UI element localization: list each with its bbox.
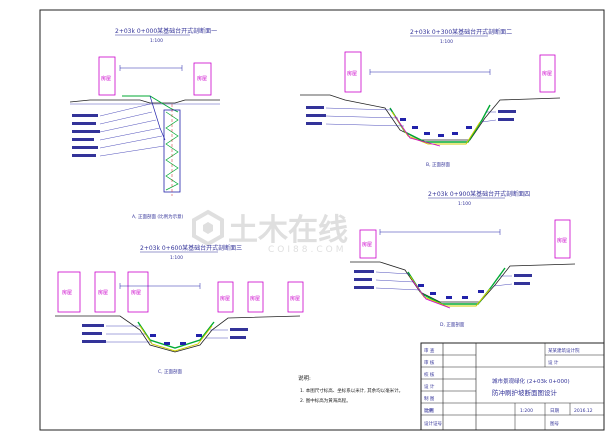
- tb-label-1: 审 查: [424, 347, 435, 354]
- watermark-subtext: COI88.COM: [268, 245, 346, 255]
- section-3-caption: C, 正面剖面: [158, 368, 183, 375]
- building-3d-label: 房屋: [220, 295, 230, 302]
- section-1-caption: A, 正面剖面 (比例为示意): [132, 213, 184, 220]
- notes-heading: 说明:: [298, 374, 311, 382]
- section-4-caption: D, 正面剖面: [440, 321, 465, 328]
- watermark: 土木在线 COI88.COM: [192, 209, 348, 255]
- building-3e: [247, 281, 264, 313]
- section-2: 2+03k 0+300某基础台开式剖断面二 1:100 房屋 房屋: [300, 28, 561, 168]
- section-1: 2+03k 0+000某基础台开式剖断面一 1:100 房屋 房屋: [69, 27, 220, 220]
- section-4: 2+03k 0+900某基础台开式剖断面四 1:100 房屋 房屋: [350, 190, 576, 328]
- section-4-title: 2+03k 0+900某基础台开式剖断面四: [428, 190, 530, 198]
- tb-stage: 设 计: [548, 359, 559, 366]
- building-3f-label: 房屋: [290, 295, 300, 302]
- building-1a-label: 房屋: [101, 75, 111, 82]
- notes-item-1: 1. 本图尺寸标高、坐标系以米计, 其余均以毫米计。: [300, 387, 403, 394]
- building-4b-label: 房屋: [557, 237, 567, 244]
- building-3c: [127, 271, 149, 313]
- watermark-text: 土木在线: [228, 213, 348, 248]
- section-4-scale: 1:100: [458, 201, 471, 207]
- building-3b: [94, 271, 116, 313]
- building-3a-label: 房屋: [62, 289, 72, 296]
- title-block: 审 查 审 核 校 核 设 计 制 图 比例 设计证号 某某建筑设计院 设 计 …: [420, 342, 605, 431]
- section-2-title: 2+03k 0+300某基础台开式剖断面二: [410, 28, 512, 36]
- section-3: 2+03k 0+600某基础台开式剖断面三 1:100 房屋 房屋 房屋 房屋 …: [55, 244, 304, 375]
- section-3-title: 2+03k 0+600某基础台开式剖断面三: [140, 244, 242, 252]
- tb-company: 某某建筑设计院: [548, 347, 580, 354]
- notes: 说明: 1. 本图尺寸标高、坐标系以米计, 其余均以毫米计。 2. 图中标高为黄…: [298, 374, 403, 404]
- building-1b-label: 房屋: [197, 75, 207, 82]
- building-1a: [98, 56, 116, 96]
- tb-drawing-name: 防冲刷护坡断面图设计: [492, 388, 558, 397]
- notes-item-2: 2. 图中标高为黄海高程。: [300, 397, 351, 404]
- building-3f: [287, 281, 304, 313]
- building-1b: [193, 62, 212, 96]
- building-3c-label: 房屋: [131, 289, 141, 296]
- tb-date-label: 日期: [550, 408, 559, 414]
- tb-label-3: 校 核: [424, 371, 435, 378]
- building-2b-label: 房屋: [542, 70, 552, 77]
- section-1-title: 2+03k 0+000某基础台开式剖断面一: [115, 27, 217, 35]
- section-2-caption: B, 正面剖面: [426, 161, 450, 168]
- building-3b-label: 房屋: [98, 289, 108, 296]
- tb-label-6: 比例: [424, 407, 433, 414]
- building-3a: [57, 271, 81, 313]
- tb-project: 城市景观绿化 (2+03k 0+000): [492, 377, 570, 385]
- sheet-frame: [39, 9, 605, 431]
- building-3d: [217, 281, 234, 313]
- tb-scale-label: 比例: [425, 407, 434, 414]
- section-2-scale: 1:100: [440, 39, 453, 45]
- section-3-scale: 1:100: [170, 255, 183, 261]
- building-4b: [554, 219, 571, 259]
- watermark-logo-icon: [192, 209, 224, 247]
- building-2a-label: 房屋: [347, 70, 357, 77]
- tb-label-2: 审 核: [424, 359, 435, 366]
- building-4a-label: 房屋: [362, 241, 372, 248]
- section-1-scale: 1:100: [150, 38, 163, 44]
- tb-label-4: 设 计: [424, 383, 435, 390]
- tb-label-5: 制 图: [424, 395, 435, 402]
- building-2b: [539, 54, 556, 93]
- tb-date-value: 2016.12: [574, 408, 593, 414]
- tb-number-label: 图号: [550, 421, 559, 427]
- building-2a: [344, 51, 362, 93]
- building-4a: [359, 229, 377, 259]
- tb-label-7: 设计证号: [424, 420, 442, 427]
- tb-scale-value: 1:200: [520, 408, 533, 414]
- building-3e-label: 房屋: [250, 295, 260, 302]
